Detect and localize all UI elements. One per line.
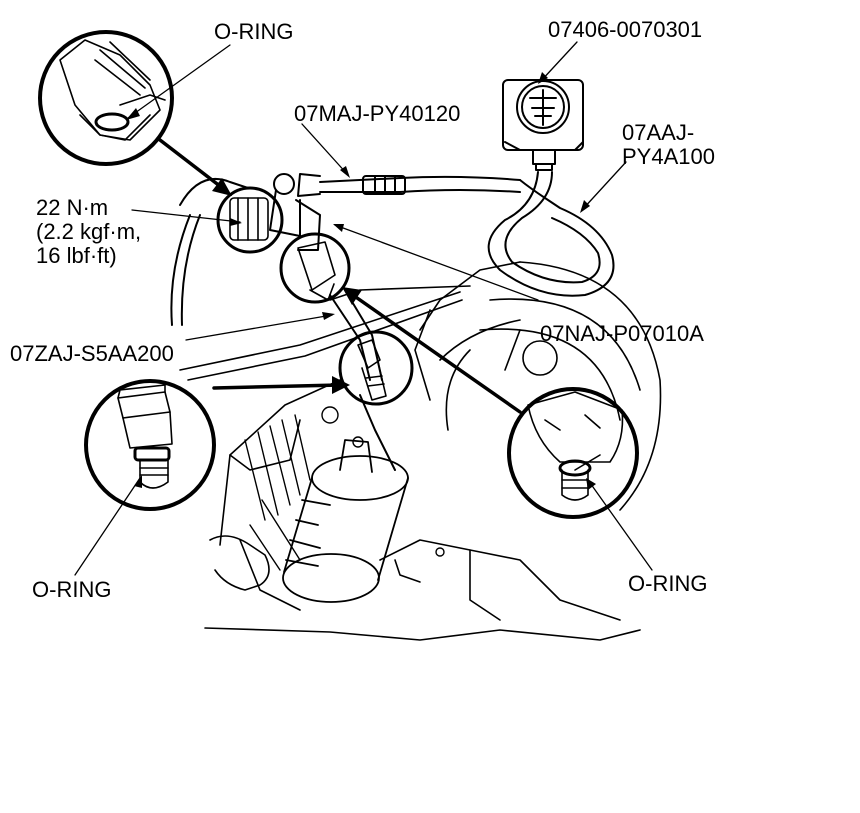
label-torque-kgf: (2.2 kgf·m, <box>36 219 142 244</box>
leader-lines <box>74 41 653 576</box>
label-part-adapter-line1: 07AAJ- <box>622 120 695 145</box>
leader-arrowheads <box>126 72 596 490</box>
label-torque-lbf: 16 lbf·ft) <box>36 243 117 268</box>
label-oring-left: O-RING <box>32 577 112 602</box>
housing-arcs <box>479 261 662 511</box>
label-part-joint: 07ZAJ-S5AA200 <box>10 341 174 366</box>
detail-circle-right <box>507 387 639 519</box>
label-torque-nm: 22 N·m <box>36 195 109 220</box>
pressure-gauge <box>502 79 584 171</box>
label-oring-top: O-RING <box>214 19 294 44</box>
hose-loop <box>297 171 615 297</box>
label-oring-right: O-RING <box>628 571 708 596</box>
arrowheads <box>212 178 362 394</box>
engine-block-outline <box>179 261 641 641</box>
engine-hatching <box>244 406 445 571</box>
detail-circle-top <box>38 30 174 166</box>
label-part-hose: 07MAJ-PY40120 <box>294 101 461 126</box>
oil-filter <box>282 439 409 603</box>
detail-circle-left <box>84 379 216 511</box>
detail-circle-adapter <box>279 232 351 304</box>
detail-circle-joint <box>338 330 414 406</box>
tee-connector <box>170 173 321 326</box>
label-part-gauge: 07406-0070301 <box>548 17 703 42</box>
label-part-adapter-line2: PY4A100 <box>622 144 715 169</box>
label-part-fitting: 07NAJ-P07010A <box>540 321 704 346</box>
detail-arrows <box>158 138 522 414</box>
